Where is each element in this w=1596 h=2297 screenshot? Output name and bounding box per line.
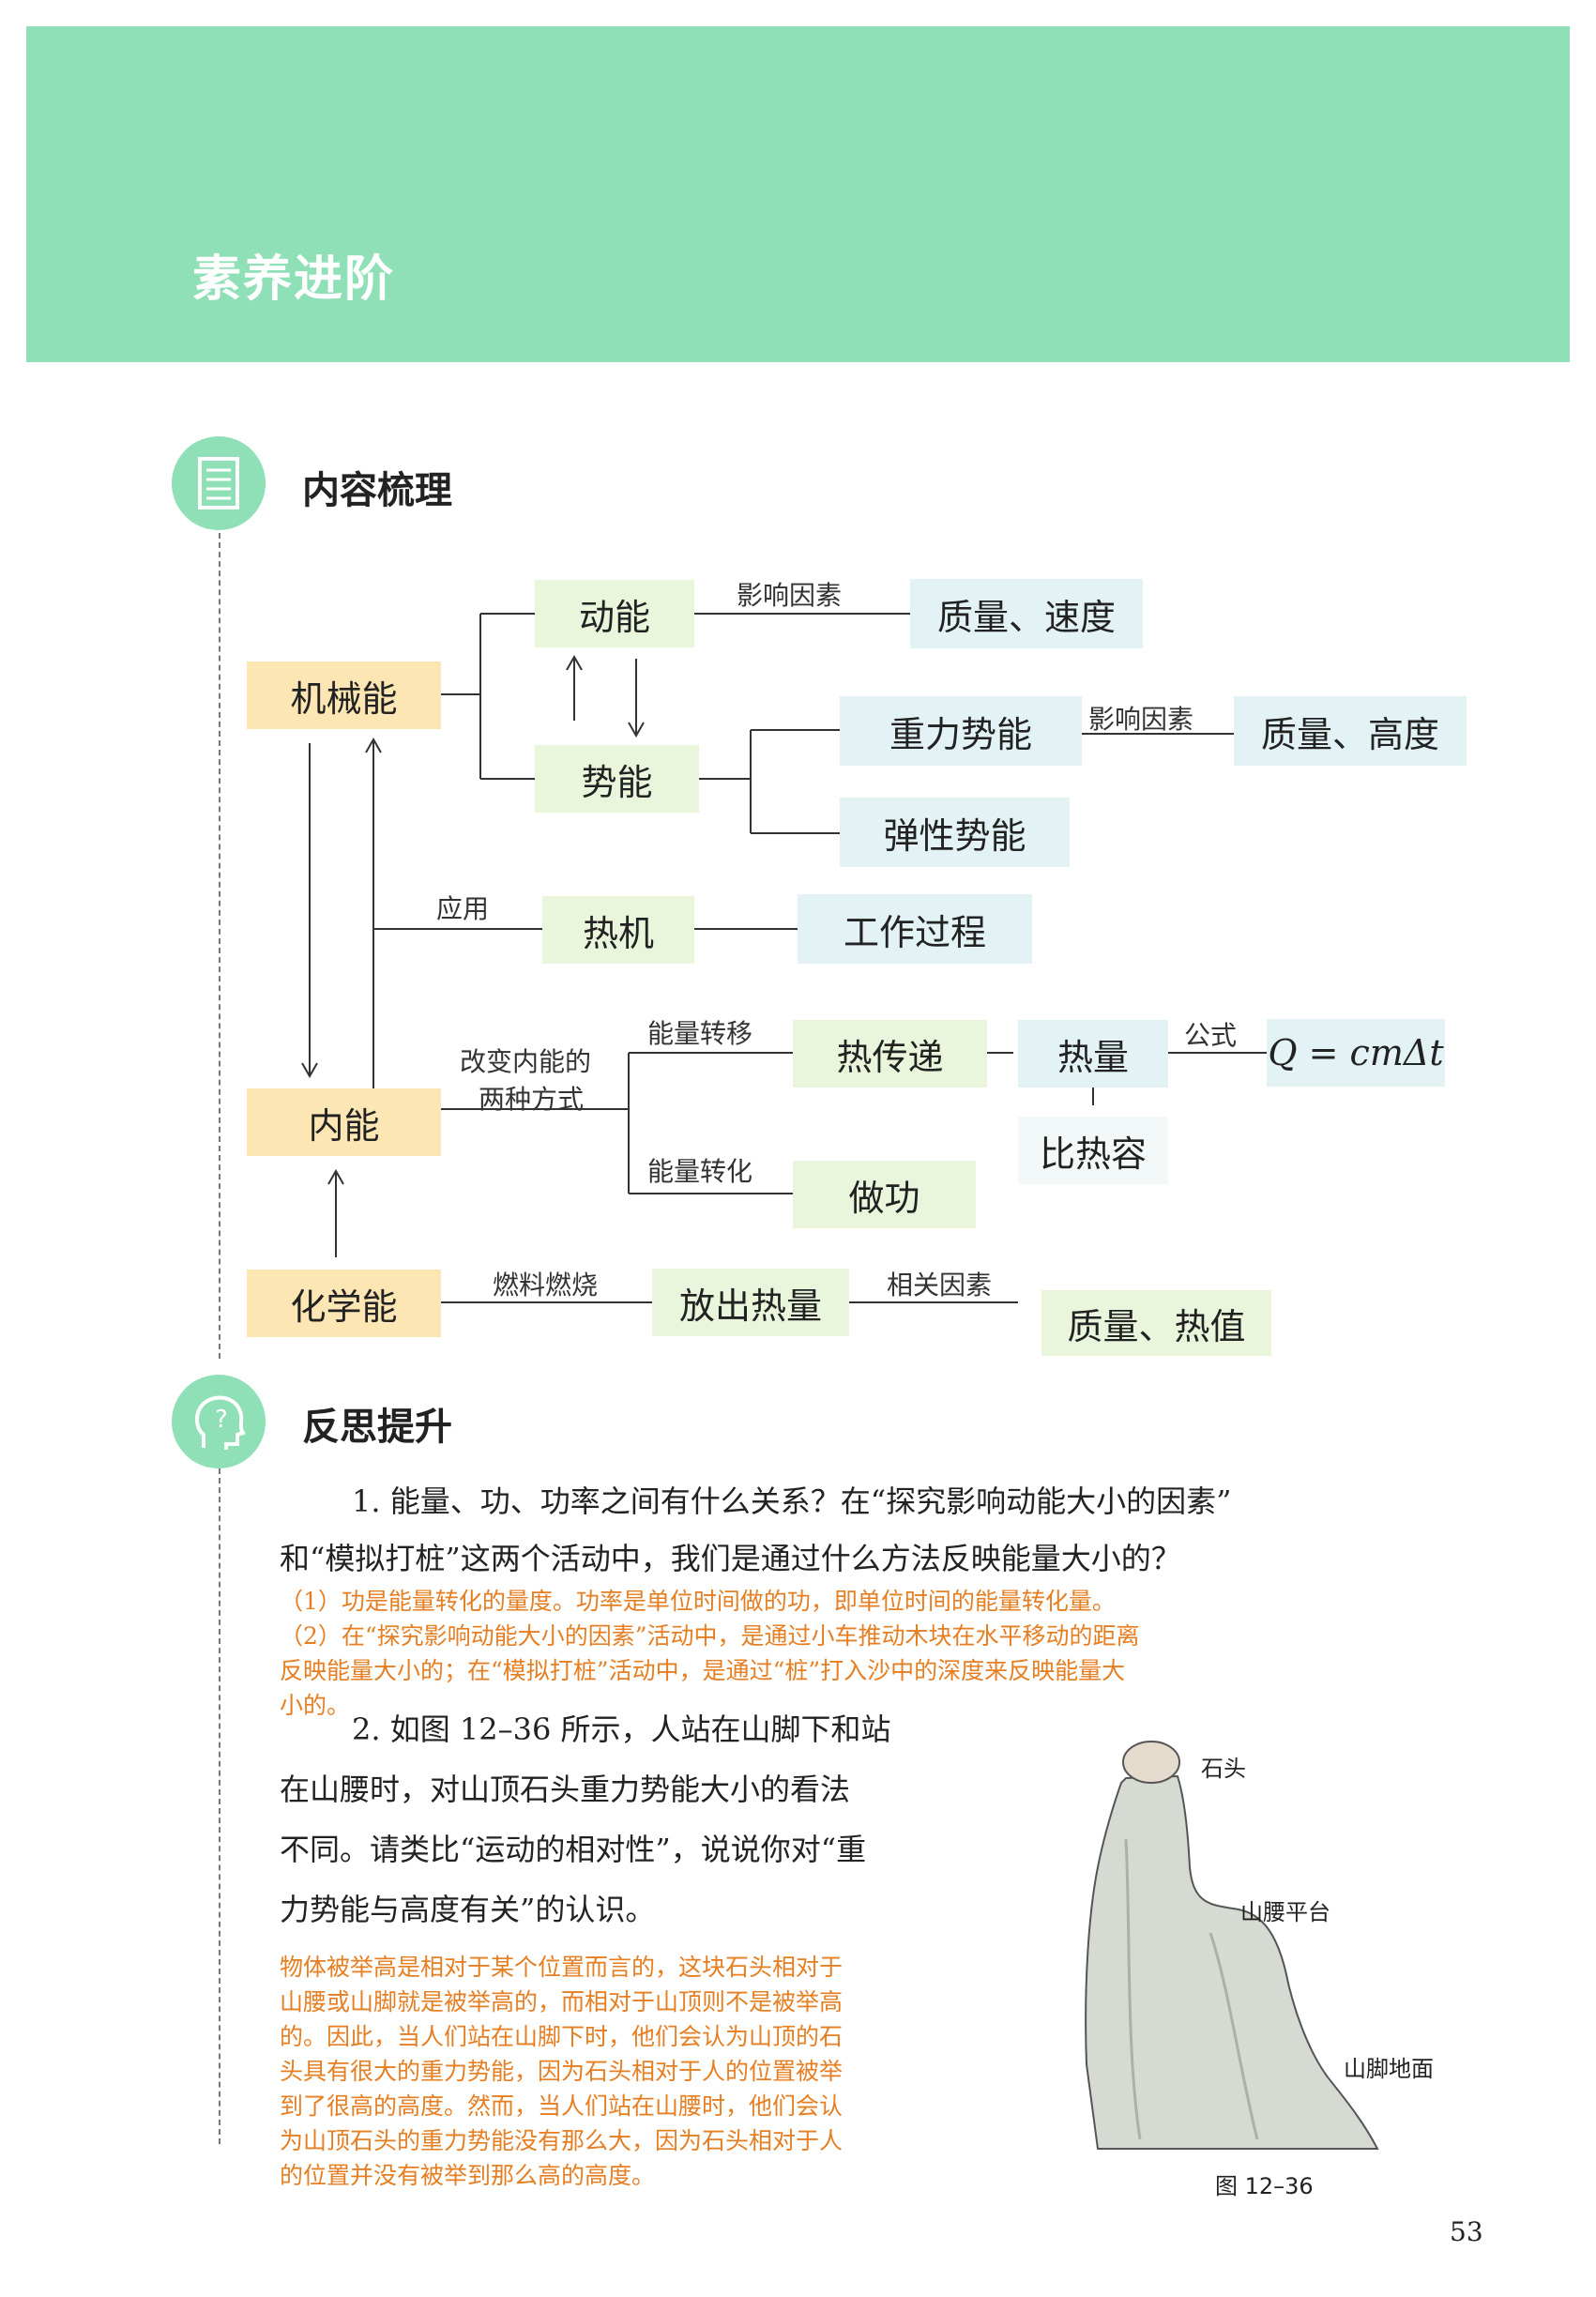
answer-1-line-3: 反映能量大小的；在“模拟打桩”活动中，是通过“桩”打入沙中的深度来反映能量大 [280,1657,1126,1684]
label-combustion: 燃料燃烧 [493,1270,599,1301]
node-heat: 热量 [1018,1020,1168,1088]
answer-2-line-1: 物体被举高是相对于某个位置而言的，这块石头相对于 [280,1954,844,1981]
label-two-ways-1: 改变内能的 [460,1046,592,1077]
label-related-factors: 相关因素 [887,1270,993,1301]
node-kinetic-factors: 质量、速度 [910,579,1143,648]
answer-2-line-5: 到了很高的高度。然而，当人们站在山腰时，他们会认 [280,2092,844,2120]
node-potential-energy: 势能 [535,745,699,813]
figure-label-foot: 山脚地面 [1344,2056,1434,2082]
header-banner [26,26,1570,362]
document-icon [172,436,266,530]
node-release-heat: 放出热量 [652,1269,849,1336]
label-application: 应用 [436,893,490,924]
question-1-line-2: 和“模拟打桩”这两个活动中，我们是通过什么方法反映能量大小的？ [280,1541,1181,1576]
figure-label-waist: 山腰平台 [1240,1899,1330,1925]
node-internal-energy: 内能 [247,1088,441,1156]
dashed-guide-line [219,533,220,1359]
label-two-ways-2: 两种方式 [479,1084,585,1115]
node-mechanical-energy: 机械能 [247,662,441,729]
answer-2-line-6: 为山顶石头的重力势能没有那么大，因为石头相对于人 [280,2127,844,2154]
section-title-reflection: 反思提升 [302,1406,452,1449]
dashed-guide-line-2 [219,1468,220,2144]
question-2-line-1: 2. 如图 12–36 所示，人站在山脚下和站 [352,1711,891,1747]
node-gravity-pe: 重力势能 [840,696,1082,766]
figure-label-stone: 石头 [1201,1756,1246,1782]
answer-2-line-2: 山腰或山脚就是被举高的，而相对于山顶则不是被举高 [280,1988,844,2016]
node-gravity-factors: 质量、高度 [1234,696,1467,766]
node-elastic-pe: 弹性势能 [840,798,1070,867]
question-1-line-1: 1. 能量、功、功率之间有什么关系？在“探究影响动能大小的因素” [352,1483,1232,1519]
node-formula: Q = cmΔt [1267,1019,1445,1087]
node-heat-engine: 热机 [542,896,694,964]
node-heat-transfer: 热传递 [793,1020,987,1088]
answer-1-line-2: （2）在“探究影响动能大小的因素”活动中，是通过小车推动木块在水平移动的距离 [280,1622,1140,1650]
question-2-line-4: 力势能与高度有关”的认识。 [280,1892,656,1927]
page-number: 53 [1450,2216,1483,2247]
answer-2-line-3: 的。因此，当人们站在山脚下时，他们会认为山顶的石 [280,2023,844,2050]
node-chemical-energy: 化学能 [247,1270,441,1337]
answer-2-line-7: 的位置并没有被举到那么高的高度。 [280,2162,656,2189]
question-2-line-3: 不同。请类比“运动的相对性”，说说你对“重 [280,1832,867,1867]
thinking-head-icon: ? [172,1375,266,1468]
banner-title: 素养进阶 [192,251,396,308]
question-2-line-2: 在山腰时，对山顶石头重力势能大小的看法 [280,1772,851,1807]
figure-caption: 图 12–36 [1215,2173,1314,2199]
label-formula: 公式 [1184,1020,1238,1051]
node-release-factors: 质量、热值 [1041,1290,1271,1356]
node-kinetic-energy: 动能 [535,580,694,647]
label-energy-transfer: 能量转移 [647,1018,753,1049]
node-doing-work: 做功 [793,1161,976,1228]
answer-1-line-4: 小的。 [280,1692,351,1719]
label-gravity-factor: 影响因素 [1088,704,1194,735]
label-energy-conversion: 能量转化 [647,1156,753,1187]
label-kinetic-factor: 影响因素 [737,580,843,611]
node-specific-heat: 比热容 [1018,1117,1168,1184]
section-title-content: 内容梳理 [302,469,452,512]
answer-2-line-4: 头具有很大的重力势能，因为石头相对于人的位置被举 [280,2058,844,2085]
node-work-process: 工作过程 [798,894,1032,964]
answer-1-line-1: （1）功是能量转化的量度。功率是单位时间做的功，即单位时间的能量转化量。 [280,1588,1116,1615]
svg-text:?: ? [215,1406,228,1434]
